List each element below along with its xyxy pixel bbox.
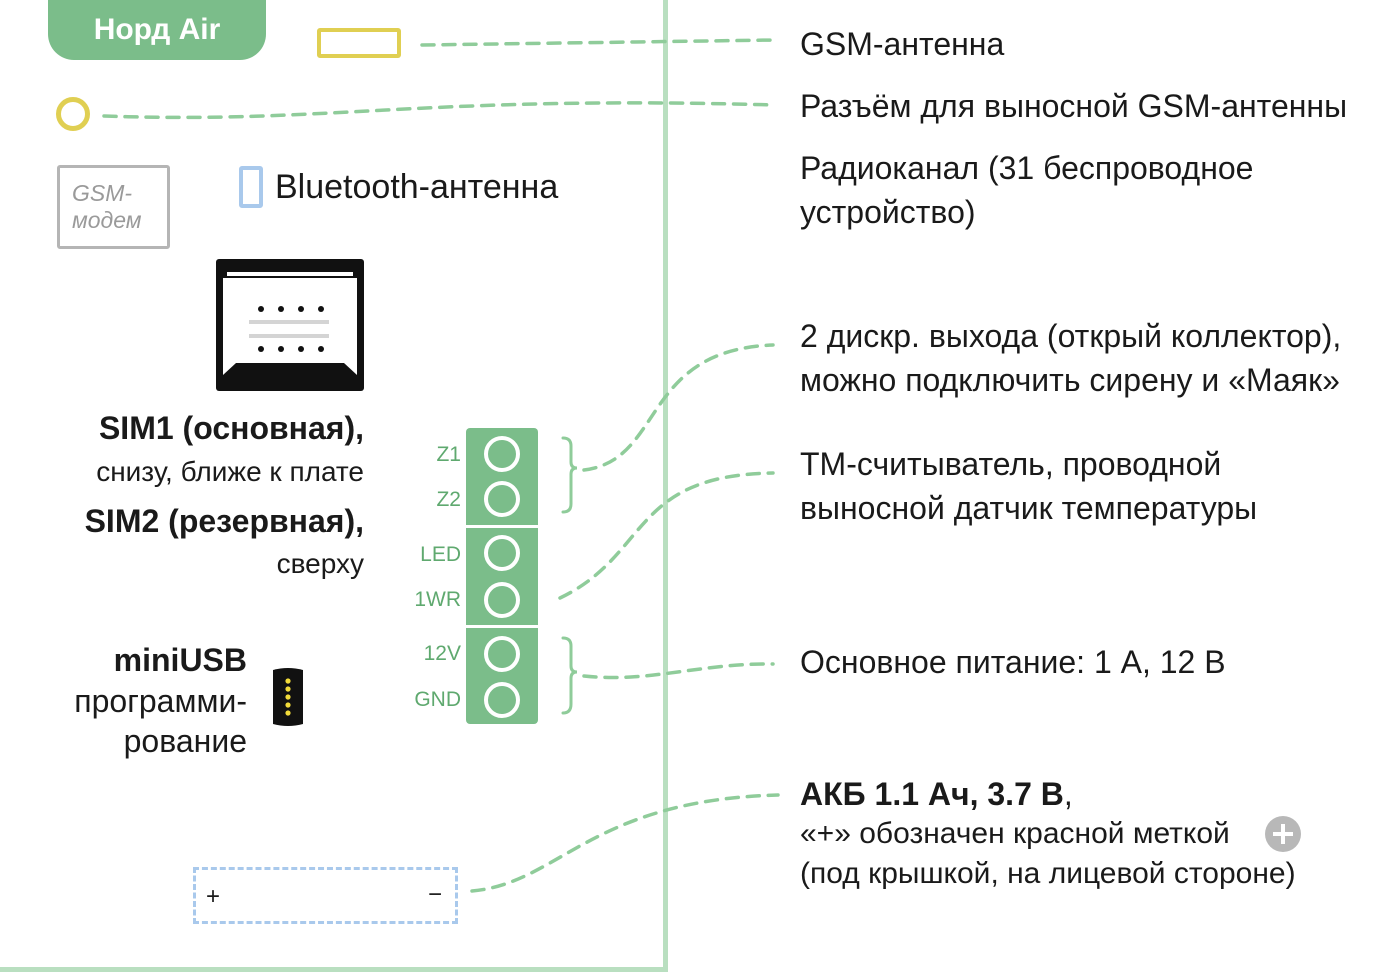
gsm-modem-label-line1: GSM- [72, 180, 133, 206]
device-title: Норд Air [48, 0, 266, 60]
terminal-pin-led [484, 535, 520, 571]
terminal-pin-z2 [484, 481, 520, 517]
battery-outline [193, 867, 458, 924]
miniusb-label: miniUSB [113, 642, 247, 678]
terminal-label-led: LED [420, 543, 461, 566]
callout-ext-antenna: Разъём для выносной GSM-антенны [800, 88, 1348, 124]
terminal-block [466, 428, 538, 724]
sim2-label: SIM2 (резервная), [84, 503, 364, 539]
plus-circle-icon [1265, 816, 1301, 852]
gsm-connector-marker [56, 97, 90, 131]
gsm-modem-box: GSM- модем [57, 165, 170, 249]
battery-plus-sign: + [206, 883, 221, 910]
terminal-pin-12v [484, 636, 520, 672]
bluetooth-antenna-label: Bluetooth-антенна [275, 168, 559, 206]
callout-battery-comma: , [1063, 776, 1073, 812]
bracket-z1-z2 [561, 436, 578, 514]
leader-tm [558, 471, 775, 600]
bracket-power [561, 636, 578, 715]
callout-power: Основное питание: 1 А, 12 В [800, 644, 1226, 680]
bluetooth-antenna-marker [239, 166, 263, 208]
sim-slot-icon [216, 259, 364, 391]
mini-usb-icon [273, 668, 303, 726]
leader-gsm-antenna [420, 38, 777, 47]
miniusb-sublabel-2: рование [123, 723, 247, 759]
callout-tm-line1: TM-считыватель, проводной [800, 446, 1222, 482]
leader-power [582, 662, 775, 680]
leader-outputs [582, 343, 775, 472]
callout-battery-title: АКБ 1.1 Ач, 3.7 В, [800, 772, 1073, 816]
terminal-divider [466, 525, 538, 528]
callout-radio-line2: устройство) [800, 194, 976, 230]
terminal-label-12v: 12V [423, 642, 461, 665]
battery-minus-sign: − [428, 881, 443, 908]
gsm-antenna-marker [317, 28, 401, 58]
callout-outputs-line2: можно подключить сирену и «Маяк» [800, 362, 1340, 398]
sim1-sublabel: снизу, ближе к плате [96, 456, 364, 487]
callout-radio-line1: Радиоканал (31 беспроводное [800, 150, 1254, 186]
gsm-modem-label-line2: модем [72, 207, 142, 233]
sim2-sublabel: сверху [276, 548, 364, 579]
terminal-divider [466, 625, 538, 628]
terminal-label-z2: Z2 [436, 488, 461, 511]
terminal-label-z1: Z1 [436, 443, 461, 466]
terminal-pin-1wr [484, 582, 520, 618]
terminal-label-1wr: 1WR [414, 588, 461, 611]
callout-battery-bold: АКБ 1.1 Ач, 3.7 В [800, 776, 1064, 812]
terminal-pin-gnd [484, 682, 520, 718]
terminal-pin-z1 [484, 436, 520, 472]
terminal-label-gnd: GND [414, 688, 461, 711]
callout-tm-line2: выносной датчик температуры [800, 490, 1258, 526]
callout-battery-line3: (под крышкой, на лицевой стороне) [800, 857, 1296, 890]
callout-battery-line2: «+» обозначен красной меткой [800, 817, 1230, 850]
callout-outputs-line1: 2 дискр. выхода (открый коллектор), [800, 318, 1342, 354]
sim1-label: SIM1 (основная), [98, 410, 364, 446]
leader-battery [470, 793, 780, 893]
leader-ext-antenna [102, 101, 777, 120]
device-board [0, 0, 668, 972]
miniusb-sublabel-1: программи- [74, 683, 247, 719]
callout-gsm-antenna: GSM-антенна [800, 26, 1005, 62]
